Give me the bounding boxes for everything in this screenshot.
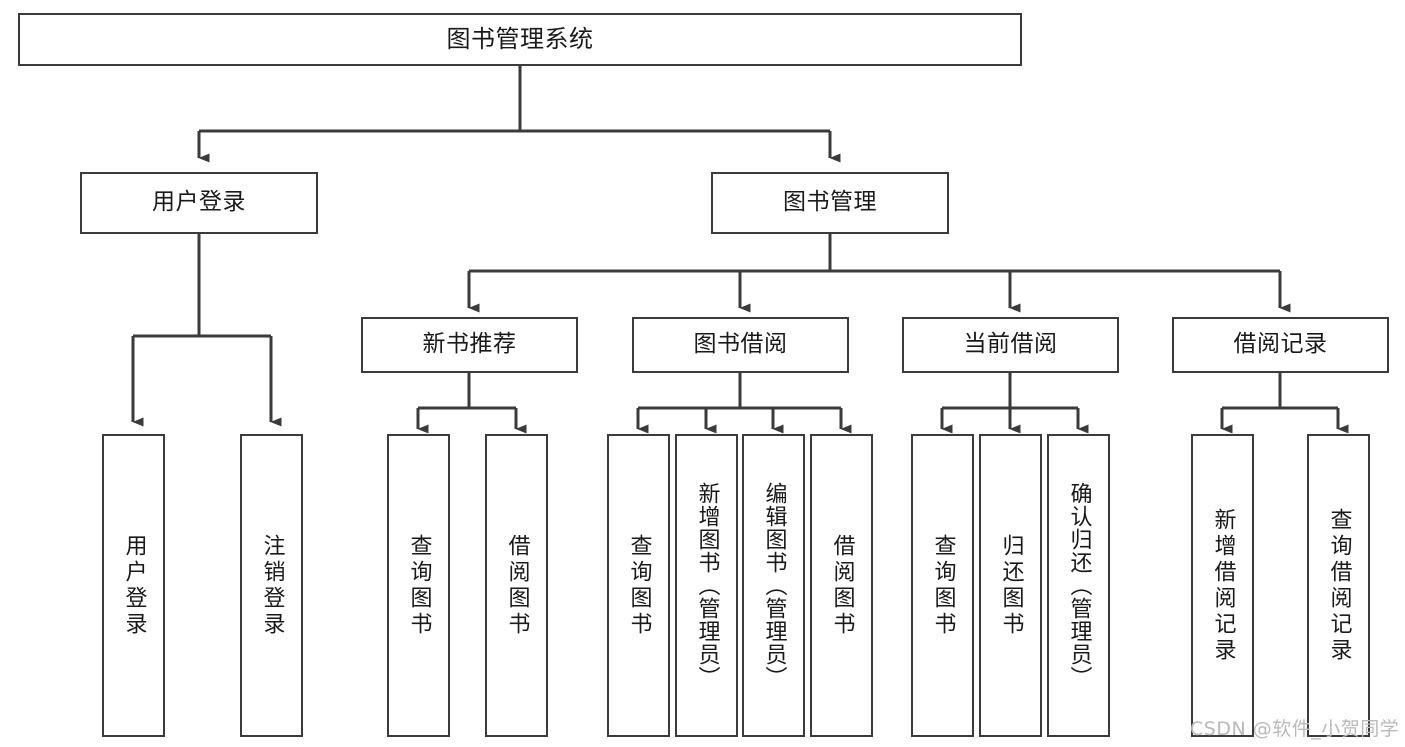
leaf-label: 用户登录 (121, 533, 147, 638)
leaf-current-return-book[interactable]: 归还图书 (979, 434, 1042, 737)
leaf-label: 编辑图书（管理员） (761, 482, 787, 689)
leaf-borrow-query[interactable]: 查询图书 (607, 434, 670, 737)
node-new-book-recommend[interactable]: 新书推荐 (361, 317, 578, 373)
leaf-label: 确认归还（管理员） (1066, 482, 1092, 689)
leaf-label: 借阅图书 (829, 533, 855, 638)
leaf-label: 新增图书（管理员） (694, 482, 720, 689)
node-current-borrow[interactable]: 当前借阅 (902, 317, 1119, 373)
leaf-user-login-login[interactable]: 用户登录 (102, 434, 165, 737)
csdn-watermark: CSDN @软件_小贺同学 (1190, 718, 1400, 740)
leaf-label: 注销登录 (259, 533, 285, 638)
leaf-current-query[interactable]: 查询图书 (911, 434, 974, 737)
leaf-label: 归还图书 (998, 533, 1024, 638)
leaf-label: 借阅图书 (504, 533, 530, 638)
leaf-label: 查询图书 (930, 533, 956, 638)
leaf-records-query-record[interactable]: 查询借阅记录 (1307, 434, 1370, 737)
leaf-new-book-borrow[interactable]: 借阅图书 (485, 434, 548, 737)
node-borrow-records[interactable]: 借阅记录 (1172, 317, 1389, 373)
leaf-records-add-record[interactable]: 新增借阅记录 (1191, 434, 1254, 737)
leaf-current-confirm-return-admin[interactable]: 确认归还（管理员） (1047, 434, 1110, 737)
leaf-borrow-add-book-admin[interactable]: 新增图书（管理员） (675, 434, 738, 737)
leaf-user-login-logout[interactable]: 注销登录 (240, 434, 303, 737)
node-user-login[interactable]: 用户登录 (80, 172, 318, 234)
leaf-label: 查询借阅记录 (1326, 507, 1352, 664)
leaf-label: 新增借阅记录 (1210, 507, 1236, 664)
leaf-new-book-query[interactable]: 查询图书 (387, 434, 450, 737)
node-book-management[interactable]: 图书管理 (711, 172, 949, 234)
node-root-system[interactable]: 图书管理系统 (18, 13, 1022, 66)
node-book-borrow[interactable]: 图书借阅 (632, 317, 849, 373)
leaf-borrow-edit-book-admin[interactable]: 编辑图书（管理员） (742, 434, 805, 737)
leaf-borrow-borrow-book[interactable]: 借阅图书 (810, 434, 873, 737)
leaf-label: 查询图书 (626, 533, 652, 638)
leaf-label: 查询图书 (406, 533, 432, 638)
